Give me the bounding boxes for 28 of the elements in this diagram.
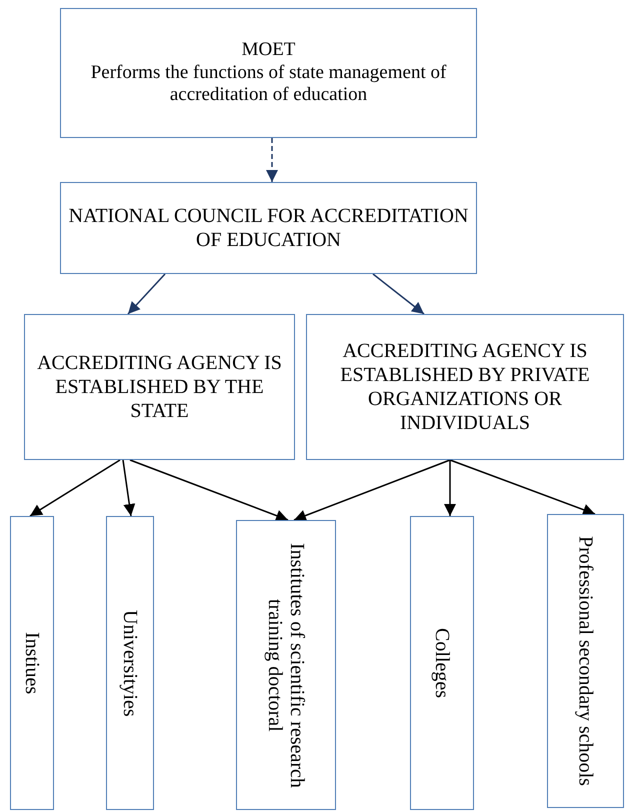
category-box: [10, 516, 54, 810]
arrow: [130, 459, 288, 522]
process-box: [306, 314, 624, 460]
category-box: [410, 516, 474, 810]
box-label: Instiues: [21, 632, 43, 694]
box-label: Professional secondary schools: [574, 536, 596, 786]
category-box: [236, 520, 336, 810]
process-box: [60, 8, 477, 138]
arrow: [450, 459, 596, 516]
box-heading: MOET: [242, 38, 296, 62]
process-box: [24, 314, 295, 460]
arrow: [30, 459, 120, 517]
arrow: [127, 274, 166, 314]
arrow: [372, 273, 424, 315]
box-label: Universityies: [119, 610, 141, 716]
box-label: Colleges: [431, 628, 453, 698]
box-label: ACCREDITING AGENCY IS ESTABLISHED BY THE STATE: [36, 351, 283, 423]
category-box: [106, 516, 154, 810]
arrow: [122, 460, 136, 516]
category-box: [547, 514, 624, 808]
arrow: [294, 459, 450, 522]
box-label: Performs the functions of state management of accreditation of education: [90, 62, 448, 108]
arrow: [444, 460, 456, 516]
box-label: ACCREDITING AGENCY IS ESTABLISHED BY PRIVATE ORGANIZATIONS OR INDIVIDUALS: [339, 339, 591, 435]
process-box: [60, 182, 477, 274]
box-label: NATIONAL COUNCIL FOR ACCREDITATION OF EDUCATION: [68, 204, 470, 252]
box-label: Institutes of scientific research training doctoral: [264, 542, 308, 790]
arrow: [266, 138, 278, 182]
